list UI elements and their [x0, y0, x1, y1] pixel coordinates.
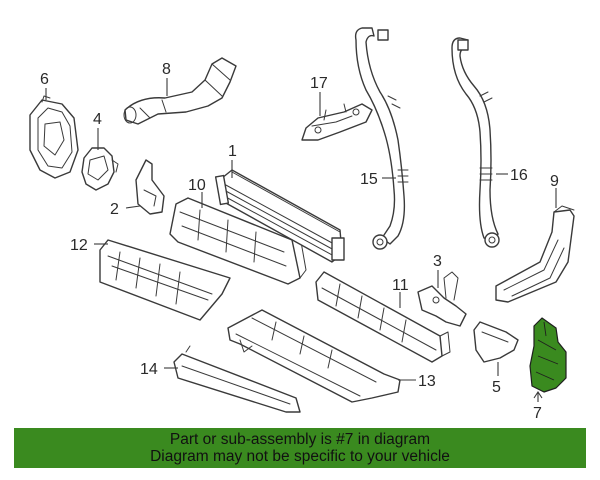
part-1-intercooler: [214, 169, 345, 263]
part-14-lower-deflector: [173, 345, 301, 413]
part-4-bracket: [81, 147, 119, 191]
callout-16: 16: [510, 167, 528, 184]
callout-8: 8: [162, 61, 171, 78]
part-13-long-beam: [227, 309, 401, 403]
part-3-bracket: [417, 271, 467, 327]
part-12-lower-panel: [99, 239, 231, 321]
info-banner: Part or sub-assembly is #7 in diagram Di…: [14, 428, 586, 468]
part-7-highlighted-deflector: [529, 317, 567, 393]
part-6-deflector: [29, 95, 79, 179]
callout-12: 12: [70, 237, 88, 254]
callout-4: 4: [93, 111, 102, 128]
callout-7: 7: [533, 405, 542, 420]
callout-2: 2: [110, 201, 119, 218]
part-11-air-guide: [315, 271, 451, 363]
banner-line-1: Part or sub-assembly is #7 in diagram: [169, 431, 431, 448]
part-15-hose: [354, 27, 409, 250]
part-10-shutter-frame: [169, 197, 307, 285]
part-8-intake-duct: [123, 57, 237, 125]
callout-17: 17: [310, 75, 328, 92]
parts-diagram: 6 8 4 2 10 1: [29, 27, 575, 420]
callout-9: 9: [550, 173, 559, 190]
part-5-deflector: [473, 321, 519, 363]
callout-1: 1: [228, 143, 237, 160]
callout-5: 5: [492, 379, 501, 396]
part-9-curved-duct: [495, 205, 575, 303]
callout-10: 10: [188, 177, 206, 194]
callout-13: 13: [418, 373, 436, 390]
callout-15: 15: [360, 171, 378, 188]
part-16-hose: [451, 37, 500, 248]
banner-line-2: Diagram may not be specific to your vehi…: [150, 448, 450, 465]
callout-6: 6: [40, 71, 49, 88]
callout-14: 14: [140, 361, 158, 378]
callout-11: 11: [392, 277, 409, 294]
part-17-bracket: [301, 103, 373, 141]
callout-3: 3: [433, 253, 442, 270]
part-2-bracket: [135, 159, 165, 215]
